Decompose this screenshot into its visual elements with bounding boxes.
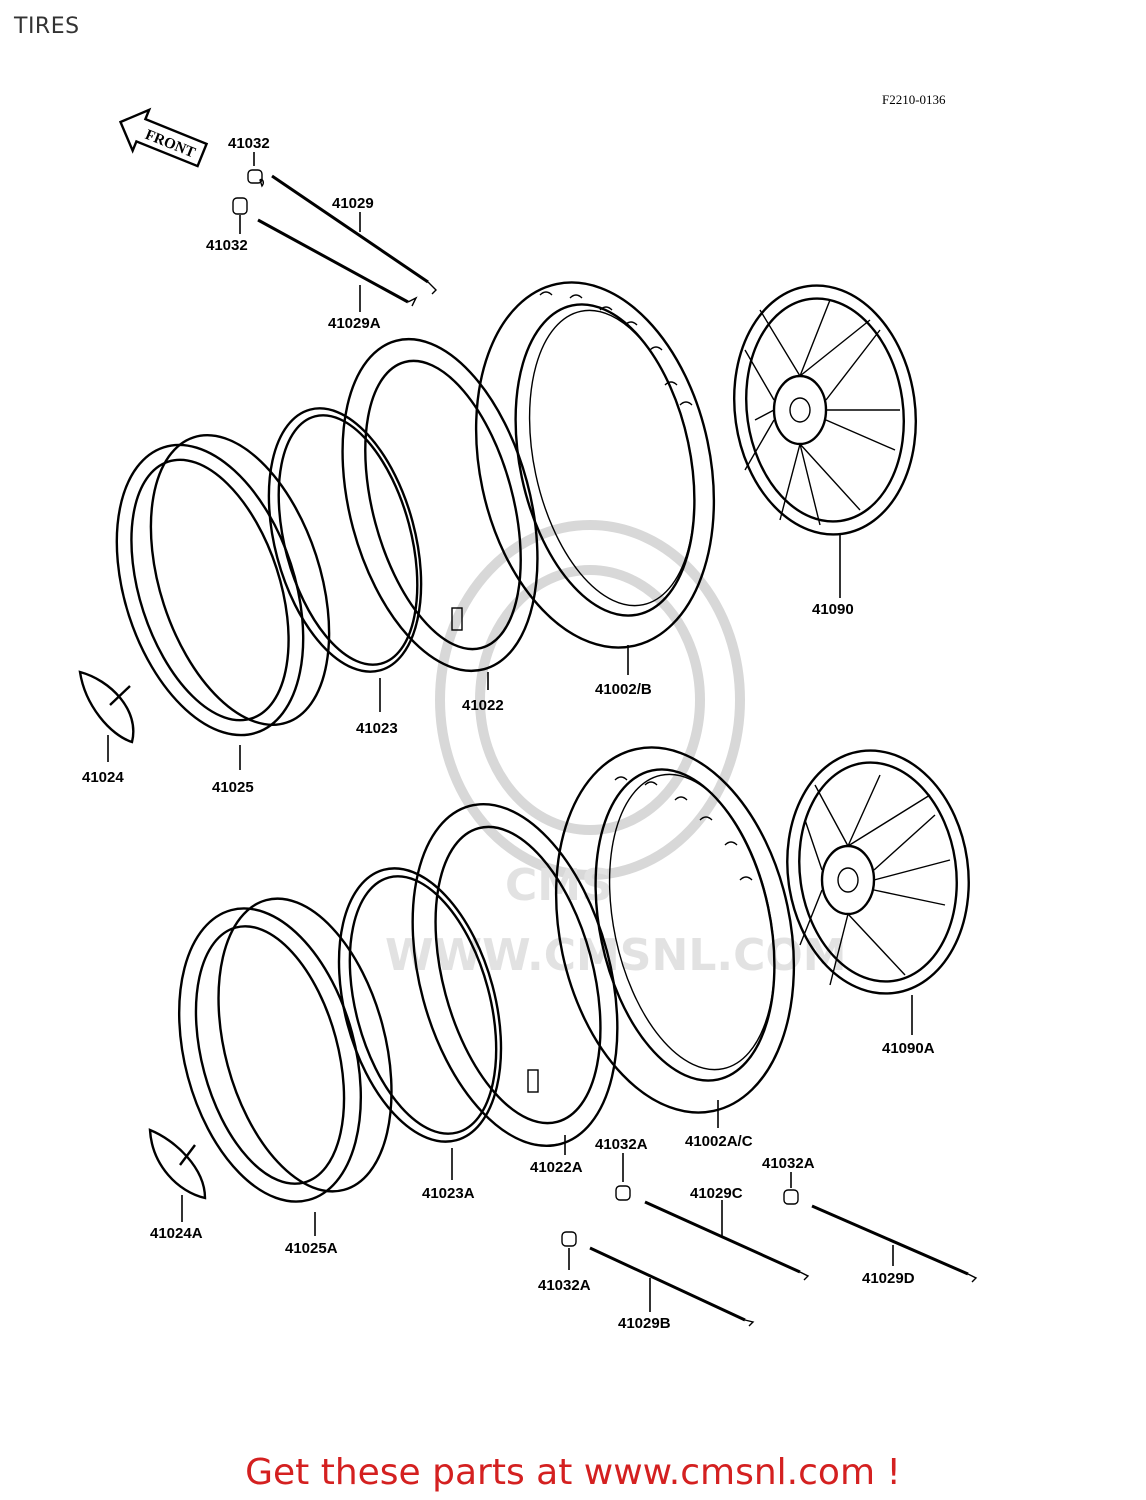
rear-spoke-41029d bbox=[783, 1172, 978, 1283]
rear-spoke-41029b bbox=[561, 1231, 755, 1327]
label-41024: 41024 bbox=[82, 769, 124, 786]
label-41025a: 41025A bbox=[285, 1240, 338, 1257]
label-41002ac: 41002A/C bbox=[685, 1133, 753, 1150]
wheel-41090 bbox=[732, 284, 918, 598]
label-41029c: 41029C bbox=[690, 1185, 743, 1202]
rear-rim-band-41023a bbox=[337, 867, 503, 1180]
rear-spoke-41029c bbox=[615, 1153, 810, 1281]
tube-41022 bbox=[341, 337, 539, 690]
label-41032-b: 41032 bbox=[206, 237, 248, 254]
label-41090: 41090 bbox=[812, 601, 854, 618]
rear-wheel-41090a bbox=[786, 749, 970, 1035]
rear-tire-41002ac bbox=[554, 746, 796, 1128]
label-41002b: 41002/B bbox=[595, 681, 652, 698]
label-41090a: 41090A bbox=[882, 1040, 935, 1057]
exploded-parts-diagram: CMS WWW.CMSNL.COM F2210-0136 FRONT bbox=[78, 92, 978, 1332]
front-rim-41025 bbox=[115, 434, 331, 770]
front-arrow: FRONT bbox=[118, 107, 209, 168]
label-41029a: 41029A bbox=[328, 315, 381, 332]
spoke-41029 bbox=[247, 169, 437, 295]
page-title: TIRES bbox=[14, 14, 80, 39]
rear-rim-41025a bbox=[177, 897, 393, 1236]
label-41023a: 41023A bbox=[422, 1185, 475, 1202]
label-41032a-c: 41032A bbox=[595, 1136, 648, 1153]
part-labels: 41032 41029 41032 41029A 41090 41002/B 4… bbox=[82, 135, 935, 1332]
label-41024a: 41024A bbox=[150, 1225, 203, 1242]
label-41032a-d: 41032A bbox=[762, 1155, 815, 1172]
label-41032a-b: 41032A bbox=[538, 1277, 591, 1294]
tire-41002b bbox=[474, 281, 716, 675]
spoke-41029a bbox=[232, 152, 418, 312]
label-41022a: 41022A bbox=[530, 1159, 583, 1176]
label-41029b: 41029B bbox=[618, 1315, 671, 1332]
label-41022: 41022 bbox=[462, 697, 504, 714]
rear-tube-41022a bbox=[411, 802, 619, 1155]
footer-link[interactable]: Get these parts at www.cmsnl.com ! bbox=[245, 1452, 901, 1493]
figure-code: F2210-0136 bbox=[882, 92, 946, 107]
label-41029d: 41029D bbox=[862, 1270, 915, 1287]
rim-band-41023 bbox=[267, 407, 423, 712]
label-41032-a: 41032 bbox=[228, 135, 270, 152]
label-41029: 41029 bbox=[332, 195, 374, 212]
label-41023: 41023 bbox=[356, 720, 398, 737]
bead-stopper-41024 bbox=[78, 670, 135, 762]
rear-bead-stopper-41024a bbox=[148, 1128, 207, 1222]
label-41025: 41025 bbox=[212, 779, 254, 796]
